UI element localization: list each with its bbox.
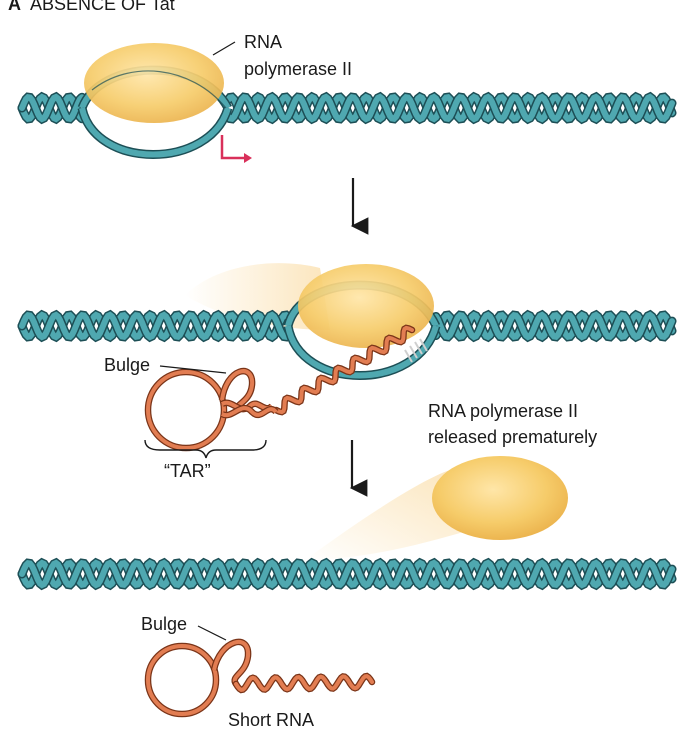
panel-title: ABSENCE OF Tat xyxy=(30,0,175,14)
short-rna-stem-loop xyxy=(144,638,376,718)
tar-stem-loop-mid xyxy=(144,367,279,452)
dna-helix-1 xyxy=(17,91,677,125)
bulge-label-bottom: Bulge xyxy=(141,614,187,634)
tar-label: “TAR” xyxy=(164,461,211,481)
rna-pol-label-line2: polymerase II xyxy=(244,59,352,79)
released-label-line2: released prematurely xyxy=(428,427,597,447)
transcription-start-arrow xyxy=(220,135,252,163)
nascent-rna-2 xyxy=(272,324,428,416)
panel-letter: A xyxy=(8,0,21,14)
bulge-leader-line-bottom xyxy=(197,625,227,641)
rna-polymerase-ii-released xyxy=(432,456,568,540)
bulge-label-mid: Bulge xyxy=(104,355,150,375)
polymerase-outline-1 xyxy=(91,70,227,109)
rna-pol-leader-line xyxy=(212,41,236,56)
released-label-line1: RNA polymerase II xyxy=(428,401,578,421)
rna-polymerase-ii-1 xyxy=(84,43,224,123)
motion-blur-bottom xyxy=(305,470,470,560)
dna-helix-3 xyxy=(17,557,677,591)
bulge-leader-line-mid xyxy=(159,365,227,374)
tar-brace xyxy=(144,439,267,459)
rna-pol-label-line1: RNA xyxy=(244,32,282,52)
rna-polymerase-ii-2 xyxy=(298,264,434,348)
dna-helix-2 xyxy=(17,309,677,343)
short-rna-label: Short RNA xyxy=(228,710,314,730)
